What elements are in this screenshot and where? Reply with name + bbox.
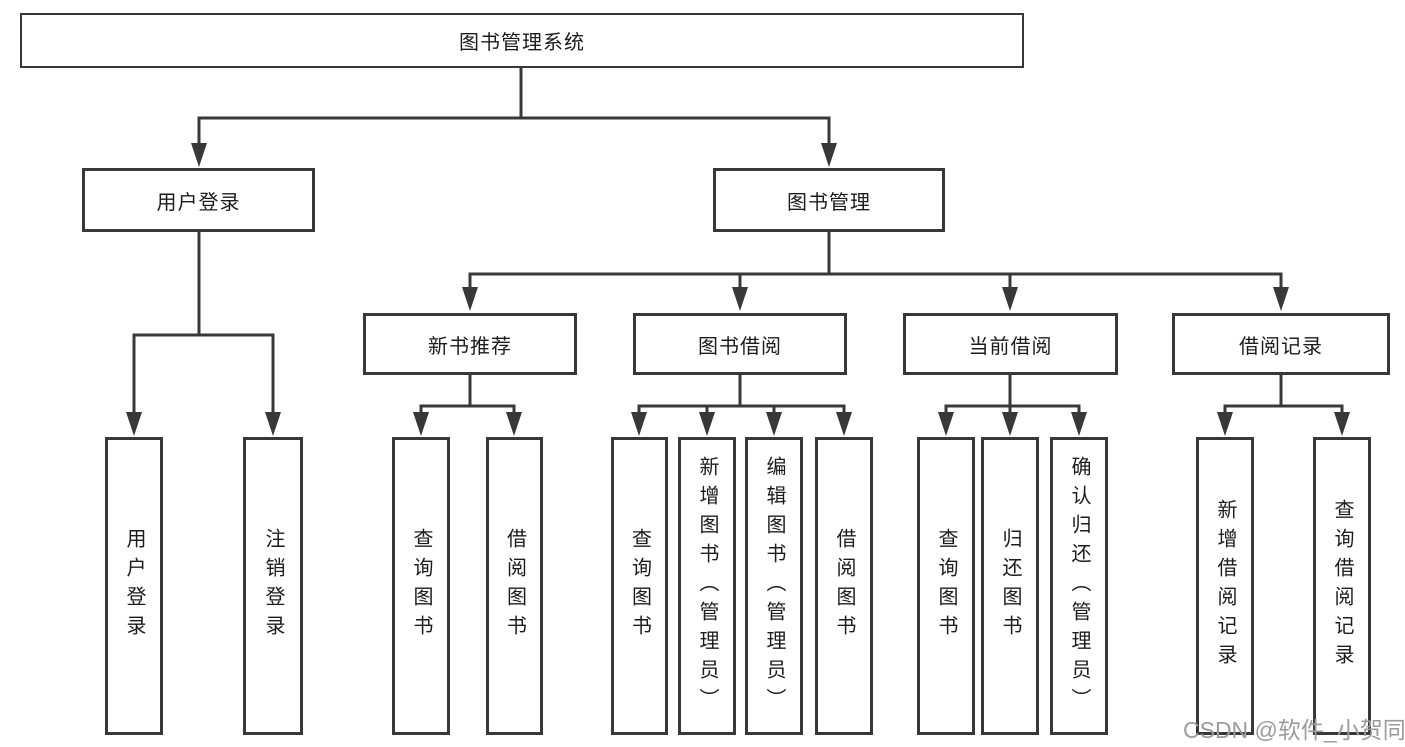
leaf-query-borrow-record-label: 查询借阅记录	[1331, 499, 1353, 673]
node-book-management: 图书管理	[713, 168, 945, 232]
leaf-query-book-current: 查询图书	[917, 437, 975, 735]
arrow-to-query-book-1	[413, 412, 429, 436]
arrow-to-confirm-return	[1071, 412, 1087, 436]
connector-records-branch	[1223, 404, 1344, 416]
leaf-add-book-admin-label: 新增图书（管理员）	[696, 455, 718, 717]
leaf-query-book-current-label: 查询图书	[935, 528, 957, 644]
node-new-book-recommend: 新书推荐	[363, 313, 577, 375]
connector-level1-branch	[197, 116, 831, 147]
leaf-confirm-return-admin-label: 确认归还（管理员）	[1068, 455, 1090, 717]
arrow-to-leaf-logout	[265, 412, 281, 436]
leaf-edit-book-admin: 编辑图书（管理员）	[745, 437, 803, 735]
arrow-to-query-record	[1334, 412, 1350, 436]
leaf-borrow-book-recommend: 借阅图书	[486, 437, 543, 735]
arrow-to-user-login	[191, 143, 207, 167]
connector-borrow-branch	[637, 404, 846, 416]
leaf-query-book-recommend-label: 查询图书	[410, 528, 432, 644]
leaf-logout: 注销登录	[243, 437, 303, 735]
arrow-to-add-record	[1217, 412, 1233, 436]
leaf-edit-book-admin-label: 编辑图书（管理员）	[763, 455, 785, 717]
leaf-borrow-book-recommend-label: 借阅图书	[503, 528, 526, 644]
leaf-add-borrow-record-label: 新增借阅记录	[1214, 499, 1236, 673]
leaf-return-book-label: 归还图书	[999, 528, 1021, 644]
connector-level2-branch	[468, 272, 1283, 291]
csdn-watermark: CSDN @软件_小贺同学	[1183, 717, 1405, 743]
node-borrow-records: 借阅记录	[1172, 313, 1390, 375]
leaf-user-login: 用户登录	[105, 437, 163, 735]
leaf-query-book-borrow: 查询图书	[611, 437, 668, 735]
arrow-to-leaf-user-login	[126, 412, 142, 436]
connector-user-login-branch	[132, 333, 275, 416]
leaf-borrow-book-borrow: 借阅图书	[815, 437, 873, 735]
leaf-logout-label: 注销登录	[262, 528, 284, 644]
arrow-to-return-book	[1002, 412, 1018, 436]
arrow-to-book-borrow	[732, 287, 748, 311]
arrow-to-add-book	[699, 412, 715, 436]
leaf-add-book-admin: 新增图书（管理员）	[678, 437, 736, 735]
arrow-to-borrow-records	[1273, 287, 1289, 311]
arrow-to-edit-book	[766, 412, 782, 436]
arrow-to-query-book-3	[938, 412, 954, 436]
node-current-borrow: 当前借阅	[903, 313, 1118, 375]
leaf-confirm-return-admin: 确认归还（管理员）	[1050, 437, 1108, 735]
leaf-query-book-recommend: 查询图书	[392, 437, 450, 735]
arrow-to-book-management	[821, 143, 837, 167]
leaf-query-borrow-record: 查询借阅记录	[1313, 437, 1371, 735]
arrow-to-borrow-book-2	[836, 412, 852, 436]
node-user-login: 用户登录	[82, 168, 315, 232]
node-book-borrow: 图书借阅	[633, 313, 847, 375]
arrow-to-borrow-book-1	[506, 412, 522, 436]
connector-recommend-branch	[419, 404, 516, 416]
arrow-to-current-borrow	[1002, 287, 1018, 311]
node-root: 图书管理系统	[20, 13, 1024, 68]
leaf-add-borrow-record: 新增借阅记录	[1196, 437, 1254, 735]
leaf-query-book-borrow-label: 查询图书	[628, 528, 651, 644]
arrow-to-query-book-2	[631, 412, 647, 436]
arrow-to-new-book-recommend	[462, 287, 478, 311]
leaf-user-login-label: 用户登录	[123, 528, 145, 644]
leaf-return-book: 归还图书	[981, 437, 1039, 735]
leaf-borrow-book-borrow-label: 借阅图书	[833, 528, 855, 644]
